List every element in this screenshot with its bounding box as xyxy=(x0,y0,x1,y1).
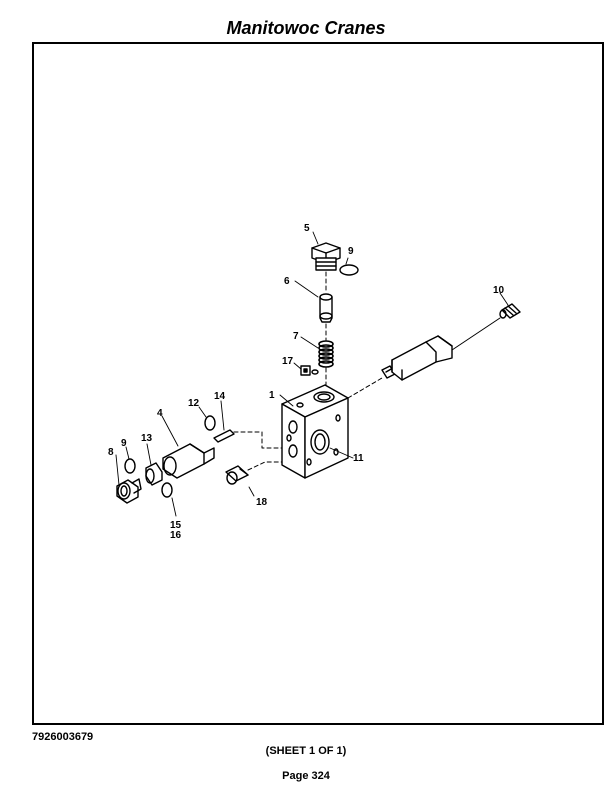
diagram-frame xyxy=(32,42,604,725)
part-10-fitting xyxy=(499,303,521,319)
callout-11: 11 xyxy=(353,453,364,464)
page-number: Page 324 xyxy=(282,770,330,782)
callout-12: 12 xyxy=(188,398,200,409)
callout-9-upper: 9 xyxy=(348,246,354,257)
callout-13: 13 xyxy=(141,433,153,444)
part-8-plug xyxy=(116,478,142,504)
part-14-pin xyxy=(213,429,235,443)
callout-6: 6 xyxy=(284,276,290,287)
callout-16: 16 xyxy=(170,530,182,541)
part-13-cap xyxy=(145,462,163,486)
part-1-valve-body xyxy=(281,384,349,479)
part-9-oring-lower xyxy=(124,458,136,474)
sheet-indicator: (SHEET 1 OF 1) xyxy=(265,745,347,757)
callout-9-lower: 9 xyxy=(121,438,127,449)
callout-8: 8 xyxy=(108,447,114,458)
part-12-oring xyxy=(204,415,216,431)
part-5-plug xyxy=(311,242,341,271)
callout-14: 14 xyxy=(214,391,226,402)
part-4-cartridge-body xyxy=(162,443,215,479)
part-17-screw xyxy=(300,365,319,376)
drawing-part-number: 7926003679 xyxy=(32,731,94,743)
callout-10: 10 xyxy=(493,285,505,296)
callout-7: 7 xyxy=(293,331,299,342)
callout-17: 17 xyxy=(282,356,294,367)
callout-1: 1 xyxy=(269,390,275,401)
part-9-oring-upper xyxy=(339,264,359,276)
part-6-sleeve xyxy=(319,293,333,323)
callout-5: 5 xyxy=(304,223,310,234)
part-18-plug xyxy=(225,465,249,485)
part-15-oring xyxy=(161,482,173,498)
part-7-spring xyxy=(318,340,334,368)
callout-18: 18 xyxy=(256,497,268,508)
callout-4: 4 xyxy=(157,408,163,419)
right-cartridge xyxy=(381,335,453,381)
page-title: Manitowoc Cranes xyxy=(226,18,386,38)
callout-15: 15 xyxy=(170,520,182,531)
